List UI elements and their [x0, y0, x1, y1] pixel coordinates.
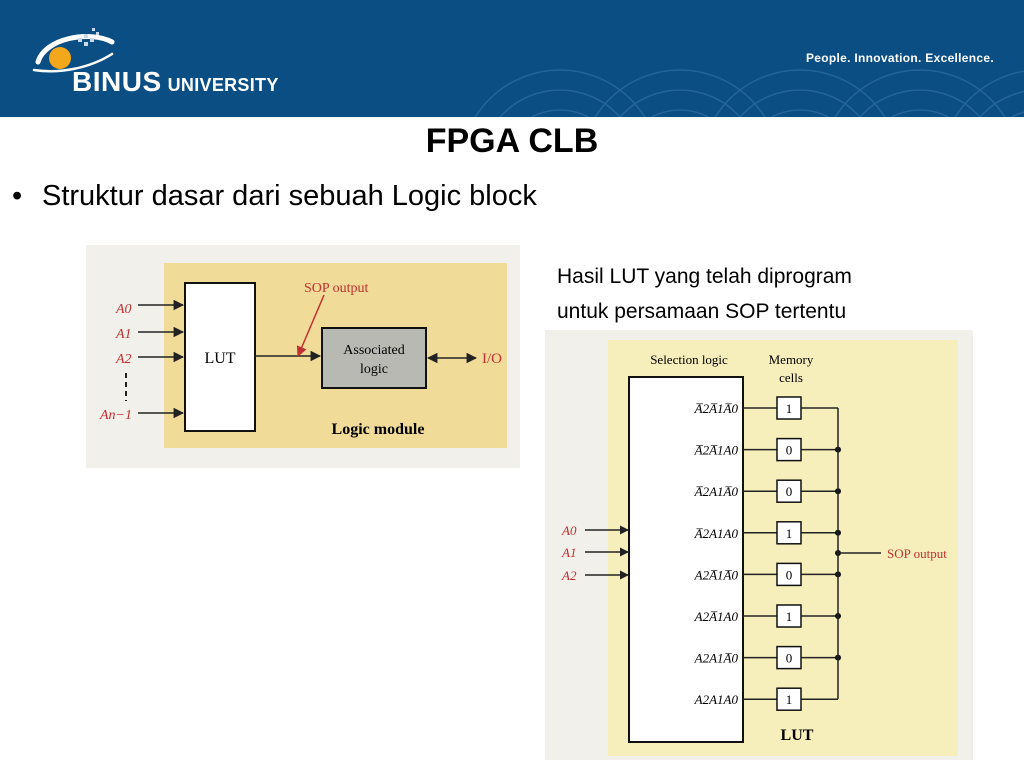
- associated-logic-label-2: logic: [360, 362, 388, 377]
- sop-pointer-arrow: [296, 294, 325, 357]
- memory-cell-value: 1: [786, 609, 793, 624]
- figure-caption: Hasil LUT yang telah diprogram untuk per…: [557, 259, 852, 329]
- logic-block-figure: LUT Associated logic SOP output I/O Logi…: [86, 245, 520, 468]
- binus-logo-icon: [32, 28, 115, 73]
- memory-cell-value: 0: [786, 484, 793, 499]
- bullet-item: • Struktur dasar dari sebuah Logic block: [12, 180, 537, 213]
- lut-row-term: A̅2A1A̅0: [694, 484, 739, 499]
- memory-cell-value: 1: [786, 526, 793, 541]
- lut-row-term: A̅2A1A0: [694, 526, 739, 541]
- lut-row-term: A̅2A̅1A0: [694, 443, 739, 458]
- slide-title: FPGA CLB: [425, 122, 599, 160]
- sop-output-label: SOP output: [887, 546, 947, 561]
- memory-cell-value: 1: [786, 692, 793, 707]
- selection-logic-label: Selection logic: [650, 352, 728, 367]
- memory-cells-label-1: Memory: [769, 352, 814, 367]
- memory-cell-value: 0: [786, 567, 793, 582]
- selection-input-arrows: [585, 525, 629, 580]
- input-label-a1: A1: [115, 327, 132, 342]
- bullet-text: Struktur dasar dari sebuah Logic block: [42, 180, 537, 212]
- logo-name: BINUS: [72, 66, 162, 97]
- lut-row-term: A2A1A0: [694, 692, 739, 707]
- tagline: People. Innovation. Excellence.: [805, 51, 994, 65]
- memory-cell-value: 0: [786, 651, 793, 666]
- lut-label: LUT: [781, 727, 814, 744]
- logo-suffix: UNIVERSITY: [167, 75, 279, 95]
- lut-input-arrows: [125, 299, 185, 419]
- memory-cells-label-2: cells: [779, 370, 803, 385]
- input-label-a2: A2: [115, 352, 132, 367]
- logic-module-label: Logic module: [332, 421, 425, 438]
- input-label-a0: A0: [115, 302, 132, 317]
- bullet-marker: •: [12, 180, 23, 212]
- lut-input-a2: A2: [561, 568, 577, 583]
- lut-box: [184, 282, 256, 432]
- memory-cell-value: 0: [786, 443, 793, 458]
- lut-input-a1: A1: [561, 545, 576, 560]
- lut-row-term: A2A̅1A0: [694, 609, 739, 624]
- selection-logic-box: [628, 376, 744, 743]
- memory-cell-value: 1: [786, 401, 793, 416]
- sop-output-label: SOP output: [304, 281, 369, 296]
- header-arc-pattern: [474, 69, 1024, 117]
- lut-row-term: A̅2A̅1A̅0: [694, 401, 739, 416]
- caption-line-1: Hasil LUT yang telah diprogram: [557, 265, 852, 288]
- lut-row-term: A2A1A̅0: [694, 651, 739, 666]
- associated-logic-box: [321, 327, 427, 389]
- io-label: I/O: [482, 351, 502, 367]
- input-label-an-1: An−1: [99, 408, 132, 423]
- lut-input-a0: A0: [561, 523, 577, 538]
- caption-line-2: untuk persamaan SOP tertentu: [557, 300, 847, 323]
- associated-logic-label-1: Associated: [343, 343, 404, 358]
- lut-label: LUT: [204, 350, 235, 367]
- lut-row-term: A2A̅1A̅0: [694, 567, 739, 582]
